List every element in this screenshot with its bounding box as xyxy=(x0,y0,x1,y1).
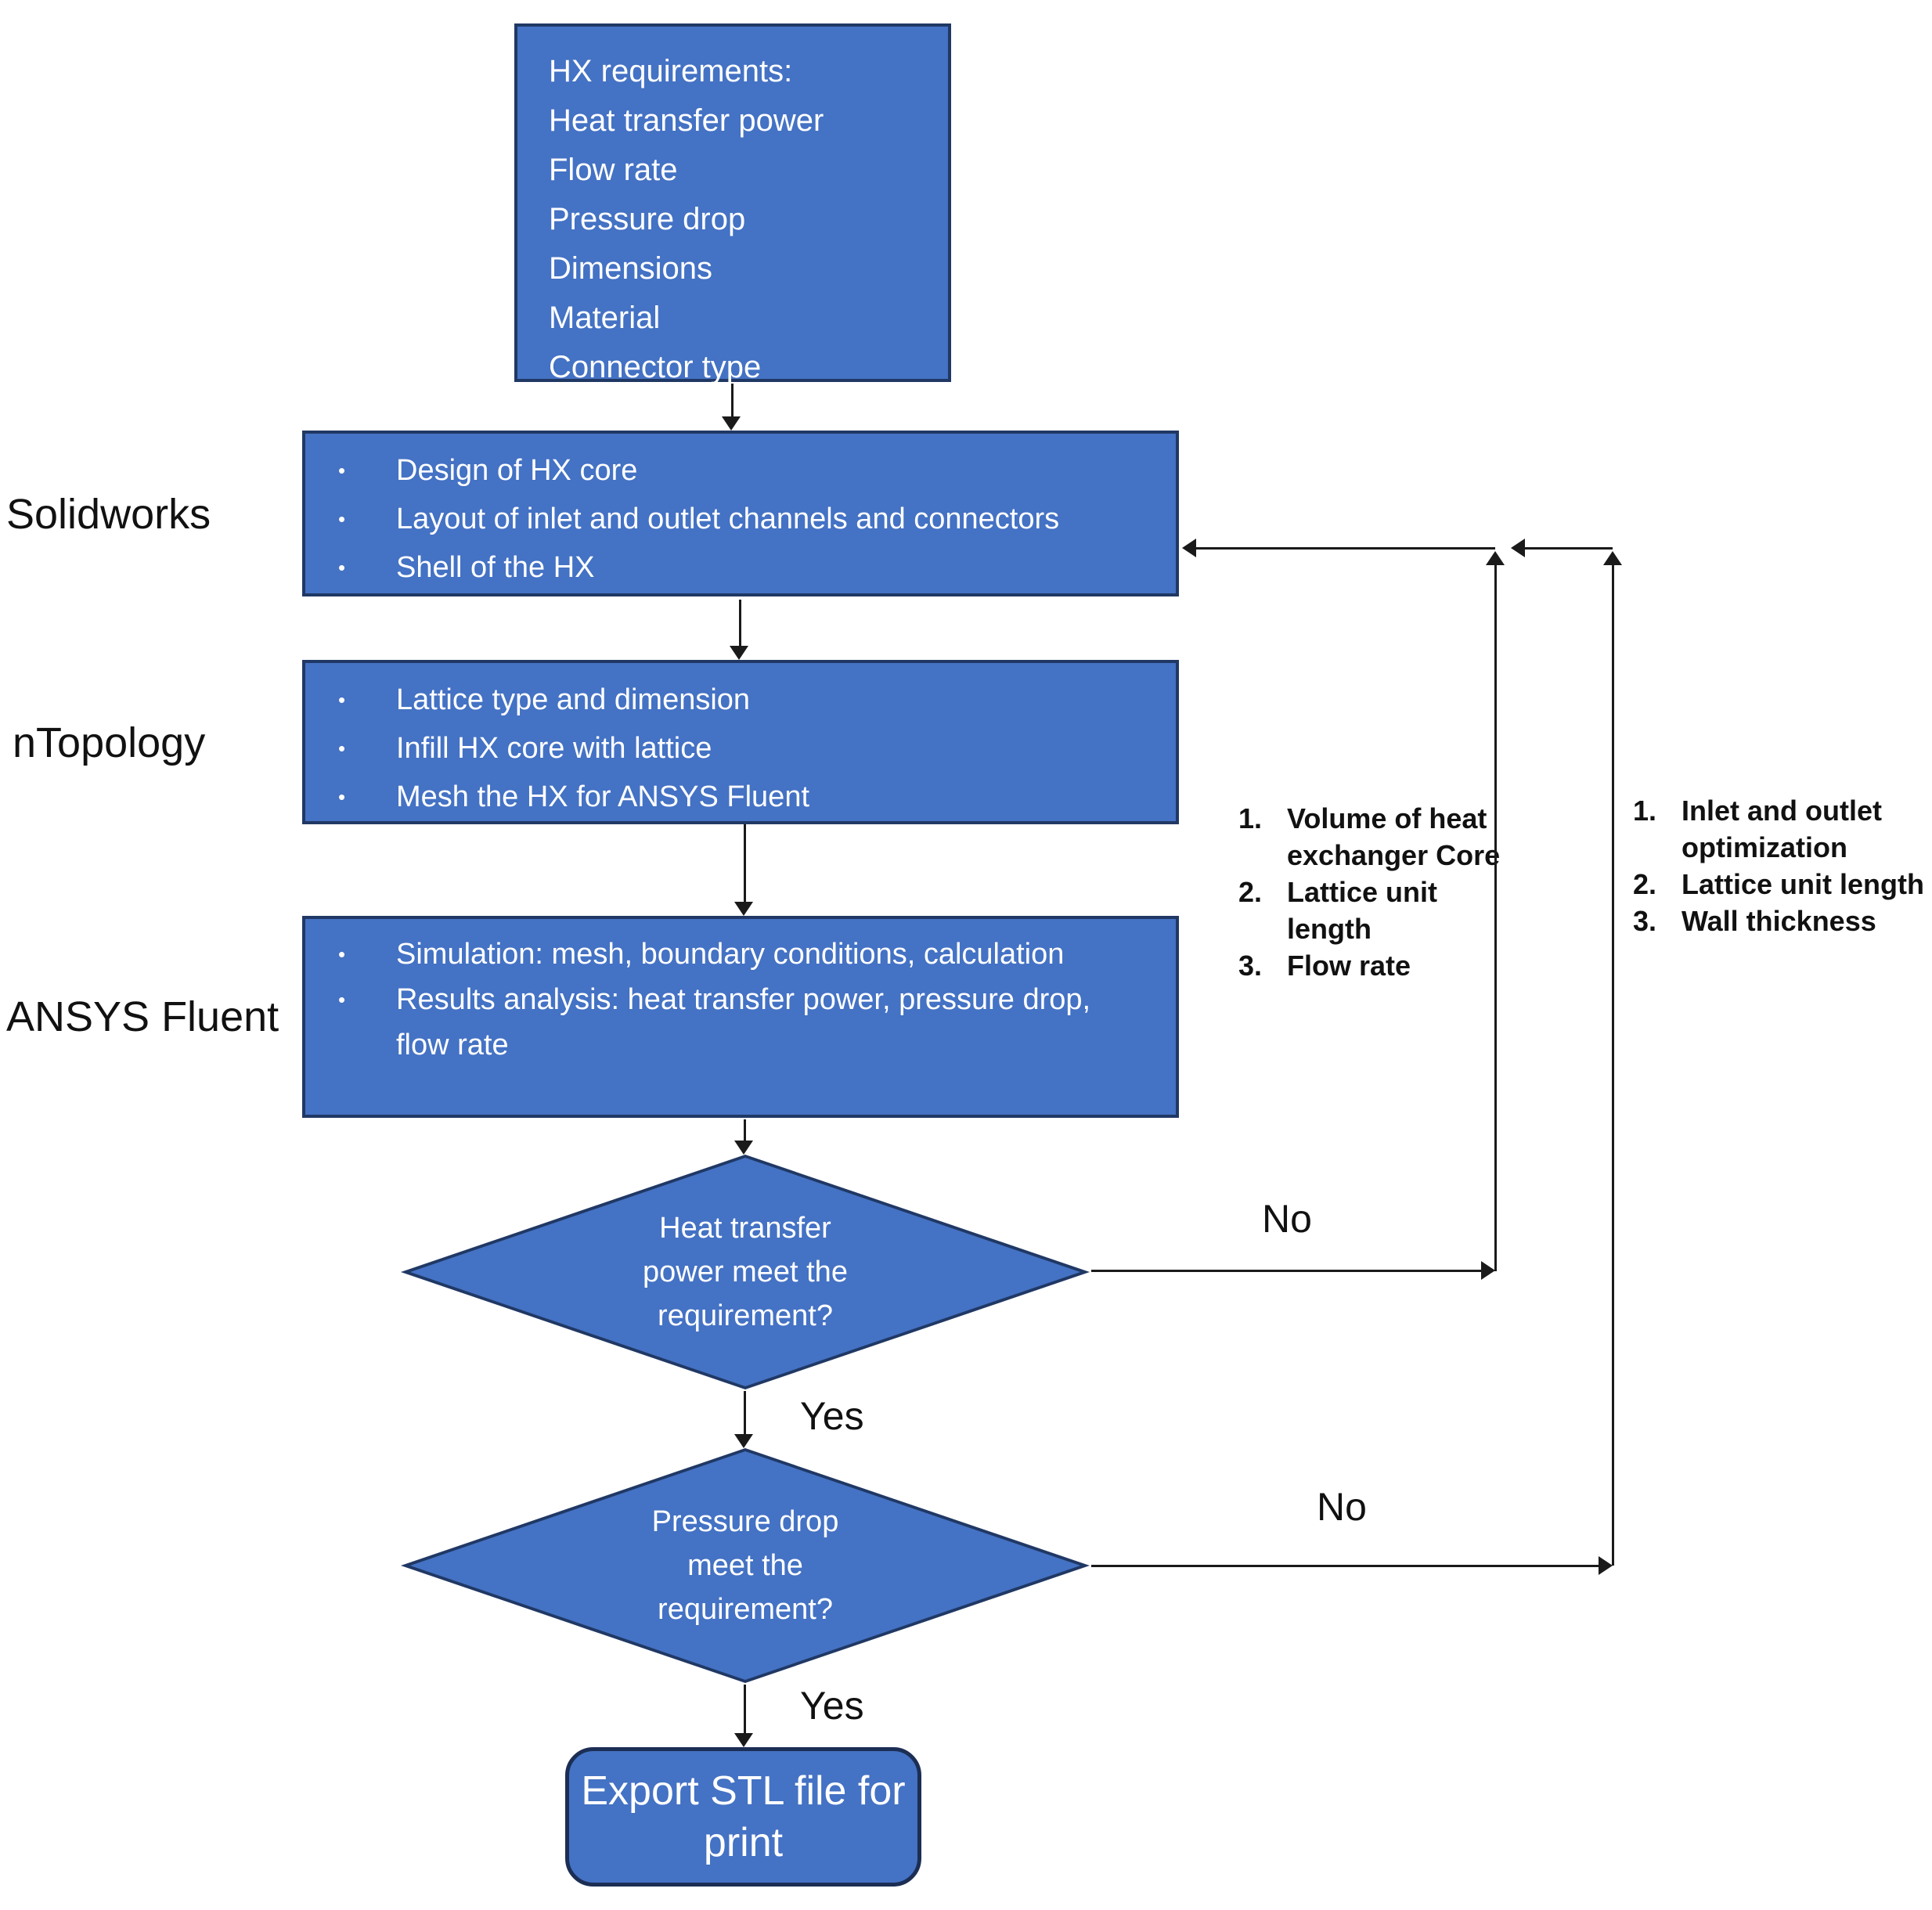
tool-label-solidworks: Solidworks xyxy=(6,491,211,538)
arrowhead-right-icon xyxy=(1599,1556,1613,1575)
list-number: 3. xyxy=(1238,950,1263,982)
list-item: •Results analysis: heat transfer power, … xyxy=(305,977,1176,1068)
connector-line xyxy=(744,824,746,902)
list-item: HX requirements: xyxy=(549,54,793,88)
list-item: Connector type xyxy=(549,350,762,384)
list-item: Heat transfer power xyxy=(549,103,824,138)
arrowhead-down-icon xyxy=(730,646,748,660)
edge-label-no-2: No xyxy=(1317,1485,1367,1529)
bullet-icon: • xyxy=(338,507,346,531)
arrowhead-right-icon xyxy=(1481,1261,1495,1280)
list-item: •Lattice type and dimension xyxy=(305,676,1176,724)
connector-line xyxy=(739,600,741,646)
list-item: 1.Volume of heat exchanger Core xyxy=(1238,800,1505,874)
export-stl-box: Export STL file for print xyxy=(565,1747,921,1887)
connector-line xyxy=(731,384,734,416)
decision-pressure-drop-text: Pressure drop meet the requirement? xyxy=(651,1505,839,1626)
feedback2-line xyxy=(1525,547,1613,550)
arrowhead-up-icon xyxy=(1486,551,1505,565)
list-item: •Shell of the HX xyxy=(305,543,1176,592)
bullet-icon: • xyxy=(338,688,346,712)
list-item: •Design of HX core xyxy=(305,446,1176,495)
arrowhead-down-icon xyxy=(734,1434,753,1448)
arrowhead-up-icon xyxy=(1603,551,1622,565)
arrowhead-down-icon xyxy=(734,1141,753,1155)
bullet-icon: • xyxy=(338,459,346,482)
list-item: 2.Lattice unit length xyxy=(1633,866,1932,903)
feedback1-line xyxy=(1494,565,1497,1271)
list-item: 3.Wall thickness xyxy=(1633,903,1932,939)
decision-pressure-drop: Pressure drop meet the requirement? xyxy=(401,1448,1090,1683)
connector-line xyxy=(744,1119,746,1141)
list-item: •Layout of inlet and outlet channels and… xyxy=(305,495,1176,543)
export-stl-text: Export STL file for print xyxy=(581,1768,906,1865)
arrowhead-down-icon xyxy=(722,416,741,431)
decision-heat-transfer-text: Heat transfer power meet the requirement… xyxy=(643,1212,848,1332)
ntopology-box: •Lattice type and dimension•Infill HX co… xyxy=(302,660,1179,824)
list-item: 1.Inlet and outlet optimization xyxy=(1633,792,1932,866)
bullet-icon: • xyxy=(338,942,346,966)
arrowhead-down-icon xyxy=(734,1733,753,1747)
bullet-icon: • xyxy=(338,556,346,579)
list-item: Material xyxy=(549,301,661,335)
tool-label-ansys-fluent: ANSYS Fluent xyxy=(6,993,279,1040)
list-item: 2.Lattice unit length xyxy=(1238,874,1505,947)
tool-label-ntopology: nTopology xyxy=(13,719,206,766)
edge-label-yes-2: Yes xyxy=(800,1684,864,1728)
bullet-icon: • xyxy=(338,737,346,760)
ansys-box: •Simulation: mesh, boundary conditions, … xyxy=(302,916,1179,1118)
list-number: 1. xyxy=(1633,795,1657,827)
list-item: •Infill HX core with lattice xyxy=(305,724,1176,773)
arrowhead-down-icon xyxy=(734,902,753,916)
connector-line xyxy=(744,1391,746,1434)
edge-label-yes-1: Yes xyxy=(800,1394,864,1438)
list-item: 3.Flow rate xyxy=(1238,947,1505,984)
solidworks-box: •Design of HX core•Layout of inlet and o… xyxy=(302,431,1179,596)
feedback2-line xyxy=(1091,1565,1599,1567)
list-item: Pressure drop xyxy=(549,202,746,236)
feedback2-line xyxy=(1612,565,1614,1566)
connector-line xyxy=(744,1685,746,1733)
decision-heat-transfer: Heat transfer power meet the requirement… xyxy=(401,1155,1090,1389)
list-number: 2. xyxy=(1238,876,1263,908)
arrowhead-left-icon xyxy=(1182,539,1196,557)
list-item: Flow rate xyxy=(549,153,678,187)
bullet-icon: • xyxy=(338,988,346,1011)
bullet-icon: • xyxy=(338,785,346,809)
feedback1-line xyxy=(1196,547,1495,550)
arrowhead-left-icon xyxy=(1511,539,1525,557)
list-number: 1. xyxy=(1238,802,1263,834)
list-number: 2. xyxy=(1633,868,1657,900)
list-item: Dimensions xyxy=(549,251,712,286)
list-item: •Simulation: mesh, boundary conditions, … xyxy=(305,932,1176,977)
list-number: 3. xyxy=(1633,905,1657,937)
list-item: •Mesh the HX for ANSYS Fluent xyxy=(305,773,1176,821)
edge-label-no-1: No xyxy=(1262,1197,1312,1241)
feedback1-line xyxy=(1091,1270,1481,1272)
